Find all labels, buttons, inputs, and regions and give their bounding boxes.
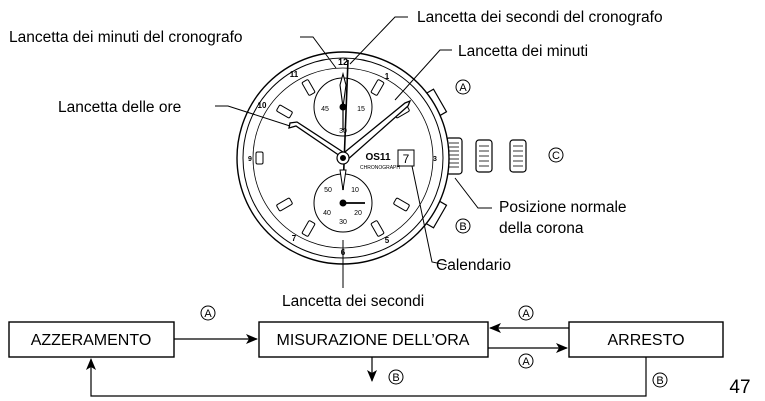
svg-text:B: B bbox=[656, 375, 663, 387]
mark-b-watch: B bbox=[455, 218, 471, 234]
upper-subdial-45: 45 bbox=[321, 106, 329, 113]
crown-position-2 bbox=[475, 139, 493, 173]
leader-lines bbox=[215, 16, 492, 288]
numeral-7: 7 bbox=[292, 234, 297, 243]
label-crown-position-1: Posizione normale bbox=[499, 199, 627, 216]
lower-subdial-30: 30 bbox=[339, 219, 347, 226]
box-misurazione bbox=[258, 321, 489, 358]
svg-text:A: A bbox=[204, 308, 212, 320]
upper-subdial-30: 30 bbox=[339, 128, 347, 135]
dial-brand: OS11 bbox=[365, 152, 390, 163]
box-arresto bbox=[568, 321, 724, 358]
box-misurazione-label: MISURAZIONE DELL’ORA bbox=[277, 332, 470, 349]
crown-position-3 bbox=[509, 139, 527, 173]
box-azzeramento-label: AZZERAMENTO bbox=[31, 332, 152, 349]
label-chrono-minutes-hand: Lancetta dei minuti del cronografo bbox=[9, 29, 243, 46]
mark-a-flow-top: A bbox=[518, 305, 534, 321]
dial-subtitle: CHRONOGRAPH bbox=[360, 165, 400, 171]
chrono-minutes-hand bbox=[339, 71, 347, 108]
label-chrono-seconds-hand: Lancetta dei secondi del cronografo bbox=[417, 9, 663, 26]
label-crown-position-2: della corona bbox=[499, 220, 584, 237]
upper-subdial-15: 15 bbox=[357, 106, 365, 113]
numeral-12: 12 bbox=[338, 57, 348, 67]
svg-text:C: C bbox=[552, 150, 560, 162]
numeral-11: 11 bbox=[290, 70, 299, 79]
svg-text:A: A bbox=[522, 308, 530, 320]
flow-diagram: AZZERAMENTO MISURAZIONE DELL’ORA ARRESTO… bbox=[8, 305, 724, 397]
numeral-1: 1 bbox=[385, 72, 390, 81]
label-minutes-hand: Lancetta dei minuti bbox=[458, 43, 588, 60]
mark-a-flow-bottom: A bbox=[518, 353, 534, 369]
numeral-10: 10 bbox=[258, 101, 267, 110]
box-arresto-label: ARRESTO bbox=[607, 332, 684, 349]
svg-text:B: B bbox=[392, 372, 399, 384]
label-seconds-hand: Lancetta dei secondi bbox=[282, 293, 424, 310]
numeral-5: 5 bbox=[385, 236, 390, 245]
mark-a-watch: A bbox=[455, 79, 471, 95]
lower-subdial-50: 50 bbox=[324, 187, 332, 194]
mark-b-flow-right: B bbox=[652, 372, 668, 388]
page-number: 47 bbox=[729, 377, 750, 398]
lower-subdial-20: 20 bbox=[354, 210, 362, 217]
numeral-9: 9 bbox=[248, 156, 252, 163]
svg-text:A: A bbox=[459, 82, 467, 94]
svg-text:B: B bbox=[459, 221, 466, 233]
arrow-arr-to-azz bbox=[86, 357, 647, 397]
date-digit: 7 bbox=[403, 152, 410, 166]
chrono-seconds-hand bbox=[342, 59, 349, 191]
mark-a-flow-left: A bbox=[200, 305, 216, 321]
date-window bbox=[397, 149, 415, 167]
numeral-3: 3 bbox=[433, 156, 437, 163]
lower-subdial-10: 10 bbox=[351, 187, 359, 194]
label-calendar: Calendario bbox=[436, 257, 511, 274]
label-hours-hand: Lancetta delle ore bbox=[58, 99, 181, 116]
mark-b-flow-middle: B bbox=[388, 369, 404, 385]
hour-markers bbox=[255, 79, 410, 237]
svg-text:A: A bbox=[522, 356, 530, 368]
mark-c-watch: C bbox=[548, 147, 564, 163]
lower-subdial-40: 40 bbox=[323, 210, 331, 217]
